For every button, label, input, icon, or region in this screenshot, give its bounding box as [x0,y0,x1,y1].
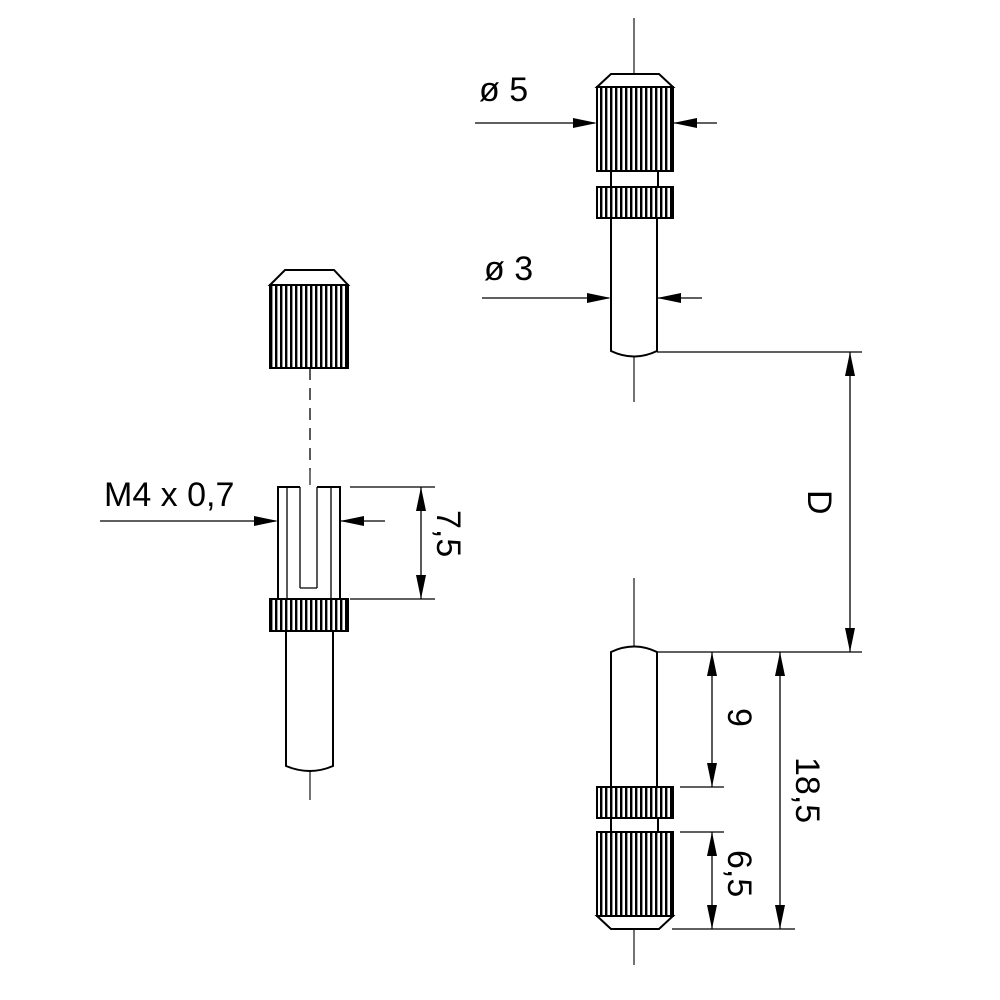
pin-length-dimension: 9 [680,652,758,788]
slot-length-label: 7,5 [429,510,467,557]
left-assembly: M4 x 0,7 7,5 [100,269,467,800]
top-knurled-collar [596,186,674,219]
left-knurled-collar [269,598,349,632]
pin-length-label: 9 [720,708,758,727]
thread-label: M4 x 0,7 [104,476,234,514]
distance-label: D [800,490,838,515]
knob-length-label: 6,5 [720,850,758,897]
left-slotted-shaft [277,485,341,600]
dia-outer-label: ø 5 [479,71,528,109]
thread-dimension: M4 x 0,7 [100,476,385,526]
right-bottom-part: 9 6,5 18,5 [594,578,826,965]
dia-pin-label: ø 3 [484,250,533,288]
knob-length-dimension: 6,5 [672,831,795,930]
dia-pin-dimension: ø 3 [482,250,702,303]
bottom-pin [610,645,658,788]
distance-dimension: D [657,351,862,653]
left-pin [285,630,334,772]
total-length-dimension: 18,5 [775,652,826,929]
right-top-part: ø 5 ø 3 [475,18,717,402]
top-knob [594,73,676,172]
bottom-knurled-collar [596,786,674,819]
total-length-label: 18,5 [788,757,826,823]
left-knob-cap [267,269,351,369]
bottom-knob [594,831,676,930]
slot-length-dimension: 7,5 [350,486,467,600]
dia-outer-dimension: ø 5 [475,71,717,128]
top-pin [610,217,658,358]
